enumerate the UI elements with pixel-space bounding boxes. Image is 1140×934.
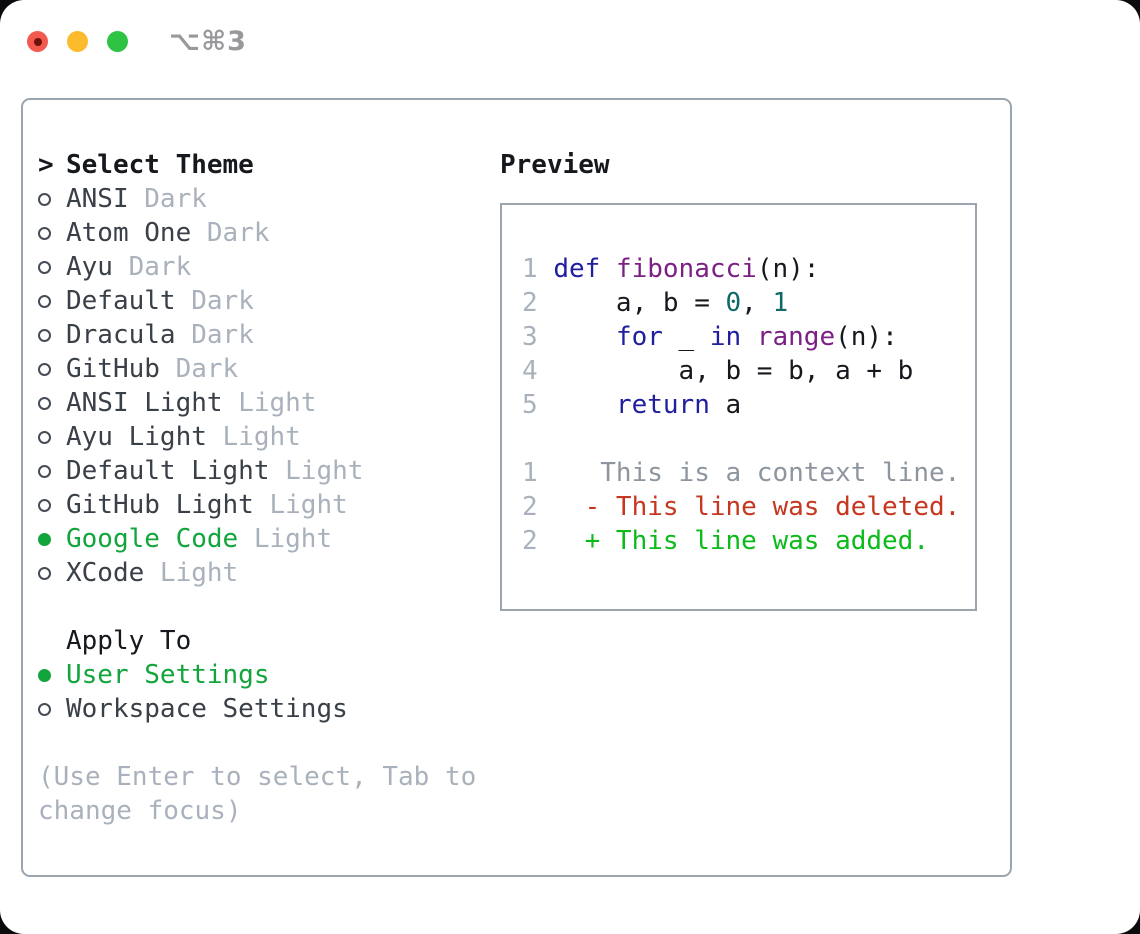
variant-label: Dark — [112, 252, 192, 282]
apply-to-header: Apply To — [38, 624, 488, 658]
option-label: Google Code — [66, 524, 239, 554]
radio-icon — [38, 464, 51, 478]
option-label: Ayu Light — [66, 422, 207, 452]
blank-line — [522, 422, 975, 456]
radio-icon — [38, 498, 51, 512]
help-text: (Use Enter to select, Tab to change focus… — [38, 760, 488, 828]
apply-to-title: Apply To — [66, 626, 192, 656]
preview-box: 1 def fibonacci(n): 2 a, b = 0, 1 3 for _ … — [500, 203, 977, 611]
select-theme-title: Select Theme — [66, 150, 254, 180]
radio-icon — [38, 362, 51, 376]
zoom-button[interactable] — [107, 31, 128, 52]
select-theme-header: > Select Theme — [38, 148, 488, 182]
variant-label: Dark — [175, 286, 254, 316]
line-number: 2 — [522, 492, 554, 522]
variant-label: Light — [144, 558, 239, 588]
help-line: change focus) — [38, 796, 242, 826]
radio-icon — [38, 396, 51, 410]
code-line: 5 return a — [522, 390, 742, 420]
apply-option-workspace-settings[interactable]: Workspace Settings — [38, 692, 488, 726]
code-line: 4 a, b = b, a + b — [522, 356, 914, 386]
option-label: Default Light — [66, 456, 270, 486]
variant-label: Dark — [175, 320, 254, 350]
code-line: 2 + This line was added. — [522, 526, 929, 556]
minimize-button[interactable] — [67, 31, 88, 52]
code-preview: 1 def fibonacci(n): 2 a, b = 0, 1 3 for _ … — [522, 252, 975, 558]
theme-item-dracula[interactable]: Dracula Dark — [38, 318, 488, 352]
theme-item-xcode[interactable]: XCode Light — [38, 556, 488, 590]
line-number: 3 — [522, 322, 554, 352]
option-label: Atom One — [66, 218, 192, 248]
option-label: Ayu — [66, 252, 113, 282]
option-label: ANSI — [66, 184, 129, 214]
radio-icon — [38, 192, 51, 206]
code-line: 3 for _ in range(n): — [522, 322, 898, 352]
variant-label: Light — [253, 490, 348, 520]
theme-item-github-light[interactable]: GitHub Light Light — [38, 488, 488, 522]
preview-header: Preview — [500, 148, 995, 182]
line-number: 2 — [522, 288, 554, 318]
option-label: ANSI Light — [66, 388, 223, 418]
line-number: 2 — [522, 526, 554, 556]
code-line: 2 - This line was deleted. — [522, 492, 961, 522]
variant-label: Dark — [191, 218, 270, 248]
variant-label: Light — [238, 524, 333, 554]
line-number: 5 — [522, 390, 554, 420]
theme-item-ayu-light[interactable]: Ayu Light Light — [38, 420, 488, 454]
theme-item-github[interactable]: GitHub Dark — [38, 352, 488, 386]
help-line: (Use Enter to select, Tab to — [38, 762, 477, 792]
variant-label: Light — [206, 422, 301, 452]
unsaved-dot-icon — [33, 37, 42, 46]
radio-icon — [38, 328, 51, 342]
line-number: 1 — [522, 458, 554, 488]
line-number: 4 — [522, 356, 554, 386]
theme-item-default[interactable]: Default Dark — [38, 284, 488, 318]
radio-icon — [38, 566, 51, 580]
theme-item-ansi-light[interactable]: ANSI Light Light — [38, 386, 488, 420]
code-line: 1 def fibonacci(n): — [522, 254, 820, 284]
variant-label: Dark — [159, 354, 239, 384]
line-number: 1 — [522, 254, 554, 284]
preview-column: Preview 1 def fibonacci(n): 2 a, b = 0, 1… — [500, 148, 995, 611]
radio-icon — [38, 430, 51, 444]
close-button[interactable] — [27, 31, 48, 52]
option-label: XCode — [66, 558, 145, 588]
radio-icon — [38, 226, 51, 240]
titlebar: ⌥⌘3 — [27, 26, 247, 57]
theme-item-google-code[interactable]: Google Code Light — [38, 522, 488, 556]
radio-icon — [38, 260, 51, 274]
radio-selected-icon — [38, 668, 51, 682]
option-label: GitHub Light — [66, 490, 254, 520]
apply-option-user-settings[interactable]: User Settings — [38, 658, 488, 692]
code-line: 2 a, b = 0, 1 — [522, 288, 789, 318]
option-label: GitHub — [66, 354, 160, 384]
preview-title: Preview — [500, 150, 610, 180]
theme-item-ansi[interactable]: ANSI Dark — [38, 182, 488, 216]
option-label: Default — [66, 286, 176, 316]
code-line: 1 This is a context line. — [522, 458, 961, 488]
theme-item-ayu[interactable]: Ayu Dark — [38, 250, 488, 284]
window-shortcut-label: ⌥⌘3 — [169, 26, 247, 57]
spacer — [38, 590, 488, 624]
option-label: User Settings — [66, 660, 270, 690]
variant-label: Light — [269, 456, 364, 486]
theme-item-default-light[interactable]: Default Light Light — [38, 454, 488, 488]
radio-icon — [38, 702, 51, 716]
variant-label: Light — [222, 388, 317, 418]
focus-pointer-icon: > — [38, 150, 54, 180]
option-label: Dracula — [66, 320, 176, 350]
radio-selected-icon — [38, 532, 51, 546]
radio-icon — [38, 294, 51, 308]
option-label: Workspace Settings — [66, 694, 348, 724]
theme-item-atom-one[interactable]: Atom One Dark — [38, 216, 488, 250]
variant-label: Dark — [128, 184, 207, 214]
spacer — [38, 726, 488, 760]
